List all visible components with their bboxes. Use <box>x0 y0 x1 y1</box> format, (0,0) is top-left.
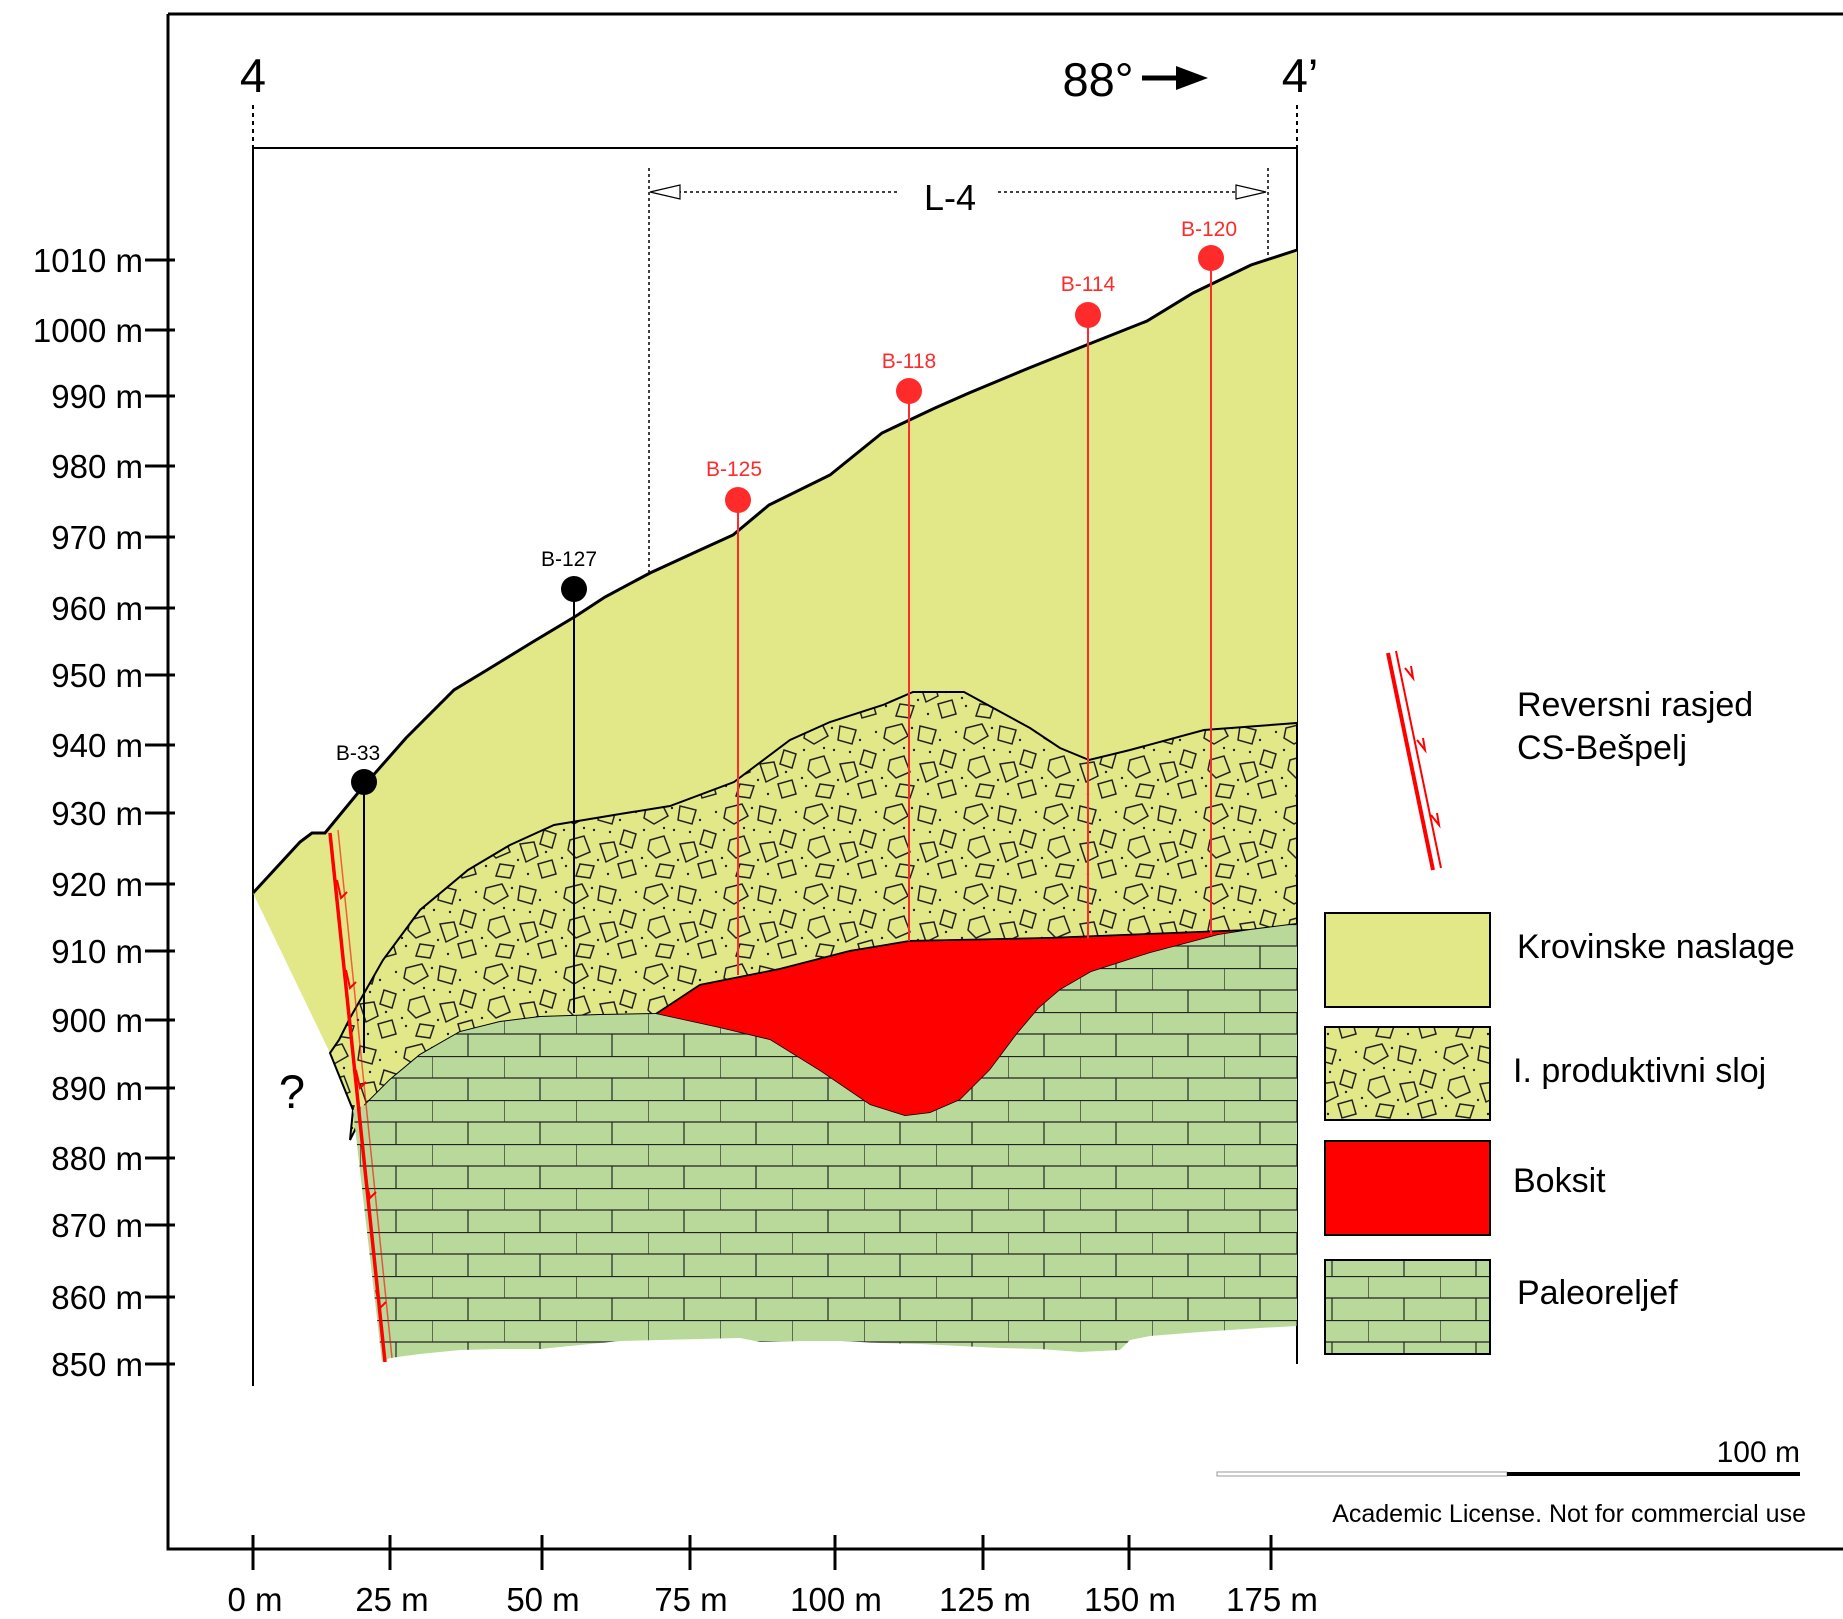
borehole-b-125[interactable]: B-125 <box>706 458 762 975</box>
paleoreljef-layer <box>353 924 1297 1362</box>
y-tick-label: 940 m <box>51 727 143 764</box>
y-tick-label: 980 m <box>51 448 143 485</box>
azimuth-arrow-icon <box>1142 66 1208 90</box>
borehole-label: B-33 <box>336 742 380 765</box>
x-tick-label: 175 m <box>1226 1581 1318 1618</box>
borehole-b-118[interactable]: B-118 <box>882 350 936 941</box>
borehole-b-120[interactable]: B-120 <box>1181 218 1237 934</box>
y-tick-label: 930 m <box>51 795 143 832</box>
y-tick-label: 880 m <box>51 1140 143 1177</box>
legend-label: Krovinske naslage <box>1517 928 1795 966</box>
x-tick-label: 150 m <box>1084 1581 1176 1618</box>
borehole-label: B-120 <box>1181 218 1237 241</box>
y-tick-label: 1000 m <box>33 312 143 349</box>
borehole-b-114[interactable]: B-114 <box>1061 273 1116 939</box>
x-tick-label: 25 m <box>355 1581 428 1618</box>
section-start-label: 4 <box>240 49 266 102</box>
borehole-b-33[interactable]: B-33 <box>336 742 380 1053</box>
y-tick-label: 920 m <box>51 866 143 903</box>
legend-swatch-krovinske <box>1324 912 1491 1008</box>
legend-fault-symbol <box>1386 650 1442 871</box>
section-end-label: 4’ <box>1282 49 1319 102</box>
legend-swatch-produktivni <box>1324 1026 1491 1121</box>
y-tick-label: 950 m <box>51 657 143 694</box>
krovinske-naslage-layer <box>253 250 1297 1053</box>
interval-label: L-4 <box>924 177 976 218</box>
legend-label: I. produktivni sloj <box>1513 1052 1766 1090</box>
scale-bar: 100 m <box>1216 1436 1800 1477</box>
y-tick-label: 850 m <box>51 1346 143 1383</box>
x-tick-label: 50 m <box>506 1581 579 1618</box>
y-tick-label: 970 m <box>51 519 143 556</box>
boreholes: B-33 B-127 B-125 B-118 B-114 B-120 <box>336 218 1237 1053</box>
unknown-marker: ? <box>279 1065 305 1118</box>
y-tick-label: 960 m <box>51 590 143 627</box>
interval-arrow <box>649 184 1267 200</box>
scale-bar-label: 100 m <box>1717 1436 1800 1469</box>
y-tick-label: 1010 m <box>33 242 143 279</box>
x-tick-label: 125 m <box>939 1581 1031 1618</box>
legend-fault-line1: Reversni rasjed <box>1517 686 1753 724</box>
borehole-label: B-118 <box>882 350 936 373</box>
x-tick-label: 0 m <box>227 1581 282 1618</box>
legend: Reversni rasjed CS-Bešpelj Krovinske nas… <box>1324 650 1795 1355</box>
frame-axes <box>166 14 1843 1551</box>
borehole-b-127[interactable]: B-127 <box>541 548 597 1013</box>
reverse-fault <box>328 829 393 1363</box>
legend-swatch-paleoreljef <box>1324 1259 1491 1355</box>
borehole-label: B-114 <box>1061 273 1116 296</box>
y-tick-label: 860 m <box>51 1279 143 1316</box>
borehole-label: B-127 <box>541 548 597 571</box>
y-tick-label: 870 m <box>51 1207 143 1244</box>
x-axis: 0 m 25 m 50 m 75 m 100 m 125 m 150 m 175… <box>227 1535 1318 1618</box>
y-tick-label: 890 m <box>51 1070 143 1107</box>
azimuth-label: 88° <box>1062 53 1133 106</box>
legend-label: Paleoreljef <box>1517 1274 1678 1312</box>
legend-swatch-boksit <box>1324 1140 1491 1236</box>
legend-label: Boksit <box>1513 1162 1606 1200</box>
y-axis: 1010 m 1000 m 990 m 980 m 970 m 960 m 95… <box>33 242 175 1383</box>
legend-fault-line2: CS-Bešpelj <box>1517 729 1687 767</box>
x-tick-label: 75 m <box>654 1581 727 1618</box>
x-tick-label: 100 m <box>790 1581 882 1618</box>
y-tick-label: 900 m <box>51 1002 143 1039</box>
y-tick-label: 910 m <box>51 933 143 970</box>
borehole-label: B-125 <box>706 458 762 481</box>
y-tick-label: 990 m <box>51 378 143 415</box>
license-footer: Academic License. Not for commercial use <box>1332 1500 1806 1528</box>
